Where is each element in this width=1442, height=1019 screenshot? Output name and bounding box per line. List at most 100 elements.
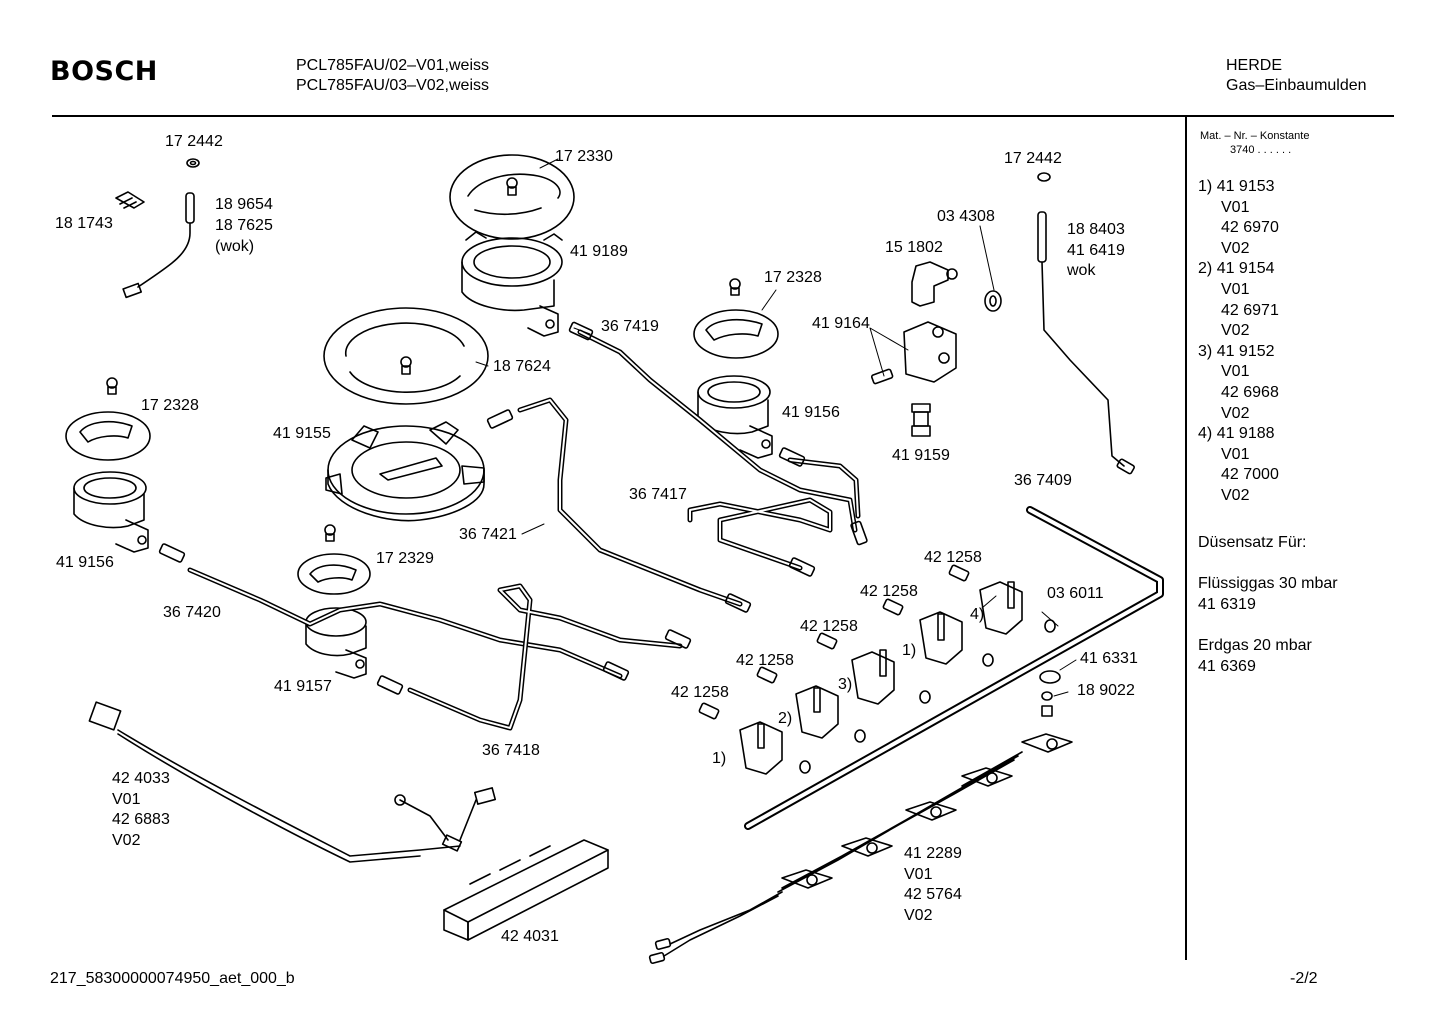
ng-label: Erdgas 20 mbar bbox=[1198, 637, 1312, 654]
callout-189022: 18 9022 bbox=[1077, 682, 1135, 699]
callout-425764: 42 5764 bbox=[904, 886, 962, 904]
variant-3-v02: V02 bbox=[1221, 404, 1250, 422]
variant-list: 1) 41 9153 V01 42 6970 V02 2) 41 9154 V0… bbox=[1198, 177, 1279, 507]
callout-424033-v01: V01 bbox=[112, 790, 141, 808]
variant-4-num: 4) bbox=[1198, 425, 1213, 443]
callout-421258-d: 42 1258 bbox=[736, 652, 794, 669]
document-id: 217_58300000074950_aet_000_b bbox=[50, 970, 295, 987]
model-line-1: PCL785FAU/02–V01,weiss bbox=[296, 57, 489, 74]
variant-1-num: 1) bbox=[1198, 178, 1213, 195]
callout-412289: 41 2289 bbox=[904, 845, 962, 862]
burner-ring-large-icon bbox=[323, 307, 489, 405]
variant-3: 3) 41 9152 bbox=[1198, 342, 1279, 363]
callout-419189: 41 9189 bbox=[570, 243, 628, 260]
callout-harness: 42 4033 V01 42 6883 V02 bbox=[112, 769, 170, 851]
lpg-part: 41 6319 bbox=[1198, 595, 1256, 613]
material-constant-value: 3740 . . . . . . bbox=[1230, 144, 1292, 156]
callout-181743: 18 1743 bbox=[55, 215, 113, 232]
callout-034308: 03 4308 bbox=[937, 208, 995, 225]
callout-426883: 42 6883 bbox=[112, 811, 170, 829]
burner-ring-small-center-icon bbox=[297, 524, 371, 595]
callout-172330: 17 2330 bbox=[555, 148, 613, 165]
category-line-1: HERDE bbox=[1226, 57, 1283, 74]
callout-367409: 36 7409 bbox=[1014, 472, 1072, 489]
callout-424033: 42 4033 bbox=[112, 770, 170, 787]
callout-367420: 36 7420 bbox=[163, 604, 221, 621]
variant-2-num: 2) bbox=[1198, 260, 1213, 278]
pipe-fittings-icon bbox=[158, 321, 868, 695]
product-category: HERDE Gas–Einbaumulden bbox=[1226, 56, 1367, 96]
manifold-tube-icon bbox=[744, 506, 1164, 830]
callout-367418: 36 7418 bbox=[482, 742, 540, 759]
callout-421258-e: 42 1258 bbox=[671, 684, 729, 701]
page-number: -2/2 bbox=[1290, 970, 1318, 987]
nozzles-icon bbox=[698, 564, 970, 720]
callout-419156-right: 41 9156 bbox=[782, 404, 840, 421]
model-numbers: PCL785FAU/02–V01,weiss PCL785FAU/03–V02,… bbox=[296, 56, 489, 96]
callout-419159: 41 9159 bbox=[892, 447, 950, 464]
callout-172328-left: 17 2328 bbox=[141, 397, 199, 414]
cable-harness-icon bbox=[88, 701, 497, 863]
variant-2-v02: V02 bbox=[1221, 322, 1250, 340]
callout-419156-left: 41 9156 bbox=[56, 554, 114, 571]
burner-ring-small-right-icon bbox=[693, 278, 779, 359]
callout-367419: 36 7419 bbox=[601, 318, 659, 335]
variant-3-v01: V01 bbox=[1221, 363, 1250, 381]
nipple-fitting-icon bbox=[911, 403, 931, 437]
elbow-fitting-icon bbox=[911, 261, 958, 307]
variant-1-v01: V01 bbox=[1221, 198, 1250, 216]
gas-pipes-icon bbox=[187, 329, 861, 731]
nozzle-set-title: Düsensatz Für: bbox=[1198, 534, 1307, 551]
variant-2: 2) 41 9154 bbox=[1198, 259, 1279, 280]
material-constant: Mat. – Nr. – Konstante 3740 . . . . . . bbox=[1200, 129, 1309, 157]
callout-wok-left: (wok) bbox=[215, 238, 255, 255]
callout-426883-v02: V02 bbox=[112, 831, 141, 849]
tap-marker-4: 4) bbox=[970, 606, 985, 623]
variant-2-v01: V01 bbox=[1221, 280, 1250, 298]
callout-151802: 15 1802 bbox=[885, 239, 943, 256]
callout-036011: 03 6011 bbox=[1047, 585, 1104, 602]
burner-large-icon bbox=[325, 421, 485, 522]
callout-421258-a: 42 1258 bbox=[924, 549, 982, 566]
callout-419157: 41 9157 bbox=[274, 678, 332, 695]
callout-424031: 42 4031 bbox=[501, 928, 559, 945]
lpg-label: Flüssiggas 30 mbar bbox=[1198, 575, 1338, 592]
o-rings-icon bbox=[799, 619, 1056, 774]
valve-block-icon bbox=[870, 321, 957, 385]
burner-body-icon bbox=[461, 231, 563, 337]
variant-1-v02: V02 bbox=[1221, 239, 1250, 257]
callout-412289-v01: V01 bbox=[904, 865, 933, 883]
variant-1: 1) 41 9153 bbox=[1198, 177, 1279, 198]
callout-425764-v02: V02 bbox=[904, 906, 933, 924]
callout-172328-right: 17 2328 bbox=[764, 269, 822, 286]
variant-4-v02: V02 bbox=[1221, 486, 1250, 504]
gas-taps-icon bbox=[739, 581, 1023, 775]
callout-188403: 18 8403 bbox=[1067, 221, 1125, 238]
callout-421258-c: 42 1258 bbox=[800, 618, 858, 635]
variant-1-part: 41 9153 bbox=[1216, 178, 1275, 195]
callout-ignition-switch: 41 2289 V01 42 5764 V02 bbox=[904, 844, 962, 926]
callout-189654: 18 9654 bbox=[215, 196, 273, 213]
variant-4-part: 41 9188 bbox=[1216, 425, 1275, 443]
thermocouple-icon bbox=[1037, 172, 1135, 475]
callout-172329: 17 2329 bbox=[376, 550, 434, 567]
header-divider bbox=[52, 115, 1394, 117]
callout-421258-b: 42 1258 bbox=[860, 583, 918, 600]
callout-187625: 18 7625 bbox=[215, 217, 273, 234]
burner-small-right-icon bbox=[697, 375, 773, 459]
ignition-switch-harness-icon bbox=[648, 733, 1073, 965]
tap-marker-2: 2) bbox=[778, 710, 793, 727]
sidebar-divider bbox=[1185, 117, 1187, 960]
clip-part-icon bbox=[115, 191, 145, 209]
callout-thermocouple: 18 8403 41 6419 wok bbox=[1067, 220, 1125, 282]
material-constant-header: Mat. – Nr. – Konstante bbox=[1200, 130, 1310, 142]
ng-part: 41 6369 bbox=[1198, 657, 1256, 675]
tap-marker-1-rear: 1) bbox=[902, 642, 917, 659]
variant-4: 4) 41 9188 bbox=[1198, 424, 1279, 445]
tap-marker-1-front: 1) bbox=[712, 750, 727, 767]
variant-4-v01: V01 bbox=[1221, 445, 1250, 463]
model-line-2: PCL785FAU/03–V02,weiss bbox=[296, 77, 489, 94]
callout-419155: 41 9155 bbox=[273, 425, 331, 442]
callout-367421: 36 7421 bbox=[459, 526, 517, 543]
